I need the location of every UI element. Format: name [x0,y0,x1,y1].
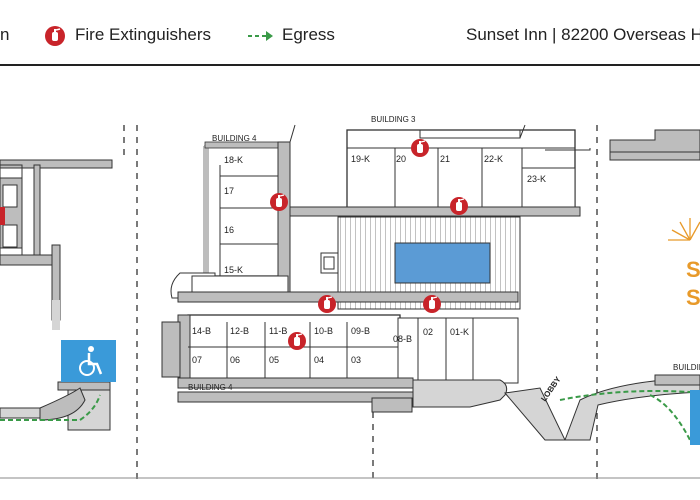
room-16: 16 [224,225,234,235]
room-18k: 18-K [224,155,243,165]
room-11b: 11-B [269,326,287,336]
room-21: 21 [440,154,450,164]
fire-extinguisher-icon [317,294,337,314]
building-3-label: BUILDING 3 [371,115,416,124]
room-08b: 08-B [393,334,412,344]
room-04: 04 [314,355,324,365]
floor-plan-map: BUILDING 4 BUILDING 3 BUILDING 4 BUILDIN… [0,115,700,480]
fire-extinguisher-icon [287,331,307,351]
room-01k: 01-K [450,327,469,337]
room-05: 05 [269,355,279,365]
sign-partial-2: S [686,285,700,310]
fire-extinguisher-icon [45,26,65,46]
egress-arrow-icon [248,31,273,41]
room-12b: 12-B [230,326,249,336]
room-02: 02 [423,327,433,337]
center-complex [161,124,700,441]
legend-bar: n Fire Extinguishers Egress Sunset Inn |… [0,0,700,66]
room-10b: 10-B [314,326,333,336]
legend-fire-extinguishers: Fire Extinguishers [75,25,212,44]
accessibility-icon [61,340,116,382]
room-14b: 14-B [192,326,211,336]
building-right-label: BUILDIN [673,363,700,372]
room-20: 20 [396,154,406,164]
property-name: Sunset Inn | 82200 Overseas H [466,25,700,44]
building-4-label-top: BUILDING 4 [212,134,257,143]
legend-item-partial: n [0,25,10,44]
room-23k: 23-K [527,174,546,184]
legend-egress: Egress [282,25,335,44]
room-09b: 09-B [351,326,370,336]
property-dividers [123,125,598,480]
fire-extinguisher-icon [269,192,289,212]
legend-divider [0,64,700,66]
fire-extinguisher-icon [449,196,469,216]
right-building [609,129,700,445]
room-07: 07 [192,355,202,365]
room-06: 06 [230,355,240,365]
room-19k: 19-K [351,154,370,164]
sign-partial: S [686,257,700,282]
lobby-label: LOBBY [539,375,563,404]
left-building [0,159,113,431]
building-4-label-bottom: BUILDING 4 [188,383,233,392]
fire-extinguisher-icon [410,138,430,158]
room-15k: 15-K [224,265,243,275]
room-22k: 22-K [484,154,503,164]
room-03: 03 [351,355,361,365]
fire-extinguisher-icon [422,294,442,314]
room-17: 17 [224,186,234,196]
